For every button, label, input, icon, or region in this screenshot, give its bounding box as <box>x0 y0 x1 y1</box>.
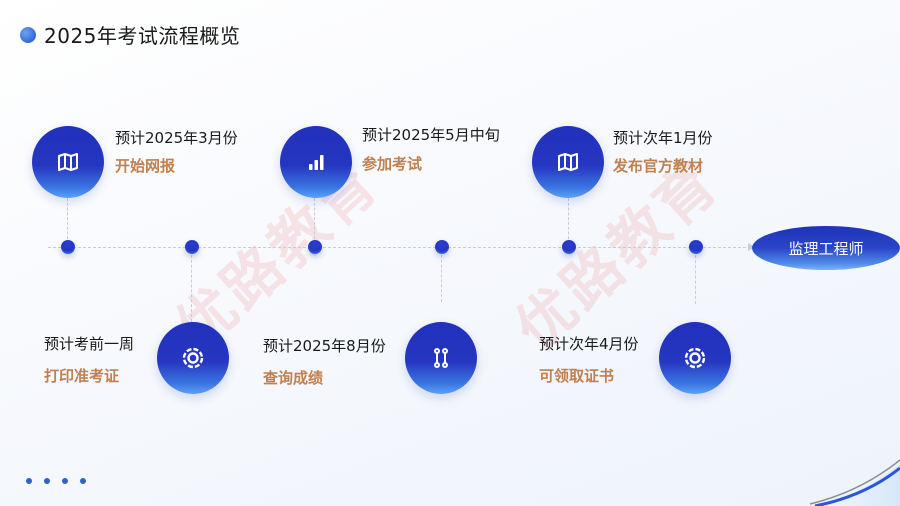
connector <box>695 250 696 304</box>
connector <box>191 250 192 322</box>
timeline-node <box>562 240 576 254</box>
step-action: 开始网报 <box>115 157 176 175</box>
step-time: 预计次年1月份 <box>613 129 713 147</box>
bar-chart-icon <box>309 155 324 170</box>
step-action: 发布官方教材 <box>613 157 704 175</box>
page-indicator <box>26 478 86 484</box>
step-action: 打印准考证 <box>44 367 120 385</box>
timeline-node <box>61 240 75 254</box>
arrow-right-icon <box>748 243 755 251</box>
timeline-node <box>435 240 449 254</box>
step-icon-circle <box>659 322 731 394</box>
connector <box>441 250 442 302</box>
step-icon-circle <box>157 322 229 394</box>
step-icon-circle <box>32 126 104 198</box>
pager-dot <box>44 478 50 484</box>
corner-swoosh-decoration <box>809 459 900 506</box>
step-action: 查询成绩 <box>263 369 324 387</box>
step-action: 参加考试 <box>362 155 423 173</box>
timeline-node <box>308 240 322 254</box>
title-bullet-icon <box>20 26 36 43</box>
link-nodes-icon <box>434 348 448 368</box>
page-title: 2025年考试流程概览 <box>44 24 241 48</box>
lifebuoy-icon <box>182 347 204 369</box>
step-time: 预计2025年3月份 <box>115 129 238 147</box>
step-time: 预计2025年8月份 <box>263 337 386 355</box>
lifebuoy-icon <box>684 347 706 369</box>
step-icon-circle <box>532 126 604 198</box>
page-header: 2025年考试流程概览 <box>20 20 240 49</box>
step-icon-circle <box>280 126 352 198</box>
destination-badge: 监理工程师 <box>752 226 900 270</box>
map-icon <box>558 153 578 171</box>
map-icon <box>58 153 78 171</box>
step-time: 预计2025年5月中旬 <box>362 126 500 144</box>
connector <box>568 198 569 244</box>
connector <box>314 198 315 244</box>
step-action: 可领取证书 <box>539 367 615 385</box>
timeline-node <box>689 240 703 254</box>
pager-dot <box>80 478 86 484</box>
timeline-node <box>185 240 199 254</box>
timeline-axis <box>48 247 756 248</box>
connector <box>67 198 68 244</box>
step-icon-circle <box>405 322 477 394</box>
step-time: 预计考前一周 <box>44 335 135 353</box>
step-time: 预计次年4月份 <box>539 335 639 353</box>
pager-dot <box>62 478 68 484</box>
pager-dot <box>26 478 32 484</box>
